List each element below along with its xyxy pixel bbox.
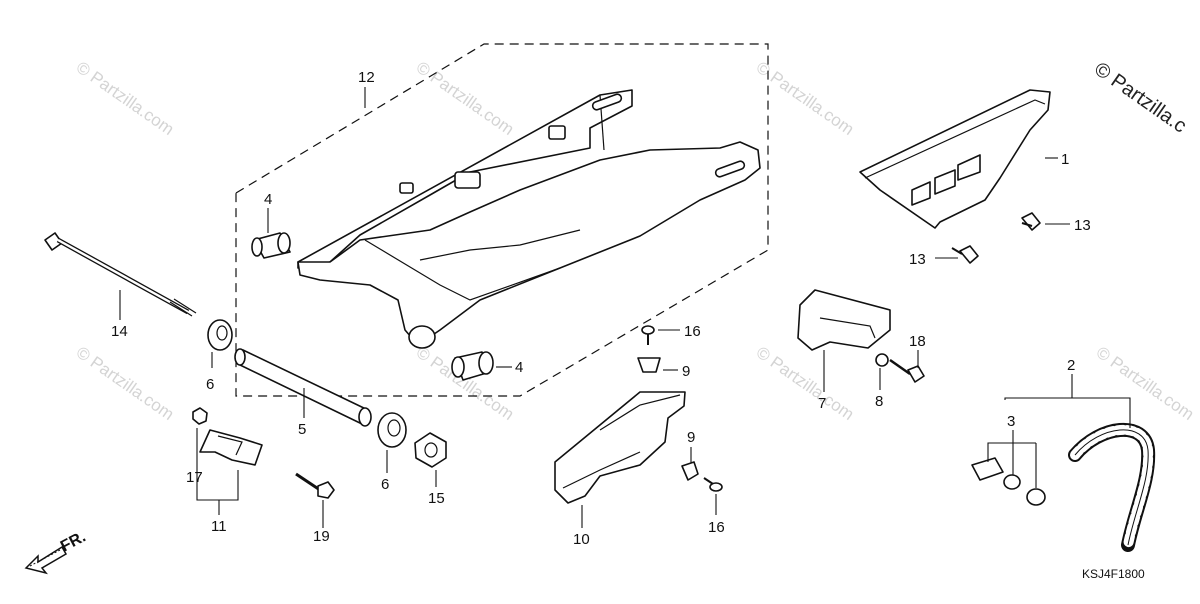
- callout-6-upper: 6: [206, 376, 214, 393]
- swingarm: [297, 89, 761, 349]
- chain-guard: [797, 289, 891, 351]
- washer-lower: [377, 412, 407, 448]
- part-code: KSJ4F1800: [1082, 567, 1145, 581]
- callout-8: 8: [875, 393, 883, 410]
- callouts: 12 4 4 14 6 5 6 15 17 11 19 10 16 9 9 16…: [111, 69, 1091, 548]
- callout-4-lower: 4: [515, 359, 523, 376]
- callout-14: 14: [111, 323, 128, 340]
- master-link: [971, 457, 1046, 506]
- callout-7: 7: [818, 395, 826, 412]
- corner-watermark: © Partzilla.c: [1090, 58, 1190, 137]
- callout-5: 5: [298, 421, 306, 438]
- chain-slider: [554, 391, 686, 504]
- pivot-bolt: [44, 232, 197, 317]
- bolt-13-right: [1021, 212, 1041, 231]
- chain-guide-clip: [199, 429, 263, 466]
- bolt-16-lower: [703, 477, 723, 492]
- callout-12: 12: [358, 69, 375, 86]
- bushing-upper: [251, 232, 291, 259]
- bolt-18: [889, 358, 925, 383]
- callout-13-left: 13: [909, 251, 926, 268]
- chain-case: [859, 89, 1051, 229]
- callout-9-upper: 9: [682, 363, 690, 380]
- bolt-16-upper: [641, 325, 655, 345]
- callout-16-lower: 16: [708, 519, 725, 536]
- front-arrow-icon: [24, 545, 68, 575]
- callout-11: 11: [211, 518, 227, 535]
- watermark-3: © Partzilla.com: [753, 58, 858, 139]
- watermark-2: © Partzilla.com: [413, 58, 518, 139]
- callout-19: 19: [313, 528, 330, 545]
- watermark-7: © Partzilla.com: [1093, 343, 1198, 424]
- bushing-lower: [451, 351, 494, 381]
- grommet-9-upper: [637, 357, 661, 373]
- grommet-9-lower: [681, 461, 699, 481]
- drive-chain: [1068, 422, 1156, 552]
- callout-3: 3: [1007, 413, 1015, 430]
- pivot-nut: [414, 432, 447, 468]
- bolt-13-left: [951, 245, 979, 264]
- callout-13-right: 13: [1074, 217, 1091, 234]
- pivot-bore: [408, 325, 436, 349]
- watermark-6: © Partzilla.com: [753, 343, 858, 424]
- callout-15: 15: [428, 490, 445, 507]
- callout-6-lower: 6: [381, 476, 389, 493]
- callout-4-upper: 4: [264, 191, 272, 208]
- callout-16-upper: 16: [684, 323, 701, 340]
- watermark-4: © Partzilla.com: [73, 343, 178, 424]
- callout-10: 10: [573, 531, 590, 548]
- callout-18: 18: [909, 333, 926, 350]
- swingarm-assembly-outline: [235, 43, 769, 397]
- slider-bolt: [295, 472, 335, 499]
- washer-upper: [207, 319, 233, 351]
- pivot-collar: [234, 348, 372, 427]
- collar-8: [875, 353, 889, 367]
- callout-1: 1: [1061, 151, 1069, 168]
- clip-nut: [192, 407, 208, 425]
- front-direction-marker: FR.: [24, 528, 89, 575]
- leader-lines: [119, 87, 1131, 528]
- watermark-1: © Partzilla.com: [73, 58, 178, 139]
- callout-17: 17: [186, 469, 203, 486]
- callout-9-lower: 9: [687, 429, 695, 446]
- callout-2: 2: [1067, 357, 1075, 374]
- watermark-5: © Partzilla.com: [413, 343, 518, 424]
